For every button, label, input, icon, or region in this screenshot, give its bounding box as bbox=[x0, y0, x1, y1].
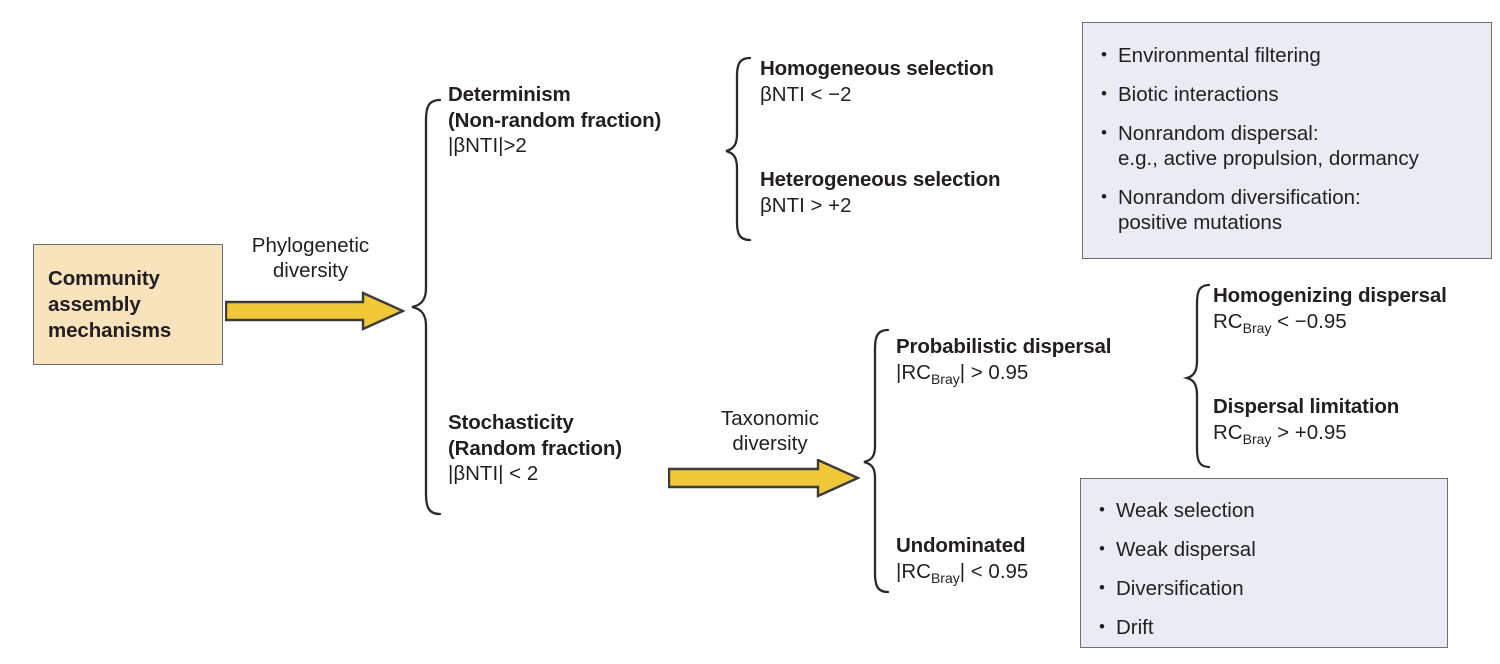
list-item: Weak dispersal bbox=[1097, 536, 1429, 562]
node-homogeneous-selection-title: Homogeneous selection bbox=[760, 57, 994, 80]
node-homogenizing-dispersal-criterion: RCBray < −0.95 bbox=[1213, 309, 1447, 342]
criterion-suffix: > +0.95 bbox=[1271, 420, 1347, 444]
node-determinism: Determinism (Non-random fraction) |βNTI|… bbox=[448, 82, 661, 159]
node-stochasticity: Stochasticity (Random fraction) |βNTI| <… bbox=[448, 410, 622, 487]
node-stochasticity-title: Stochasticity (Random fraction) bbox=[448, 411, 622, 460]
criterion-prefix: RC bbox=[1213, 309, 1243, 333]
node-undominated-criterion: |RCBray| < 0.95 bbox=[896, 559, 1028, 592]
node-dispersal-limitation-criterion: RCBray > +0.95 bbox=[1213, 420, 1399, 453]
criterion-prefix: |RC bbox=[896, 360, 931, 384]
node-dispersal-limitation-title: Dispersal limitation bbox=[1213, 395, 1400, 418]
list-item: Biotic interactions bbox=[1099, 81, 1473, 107]
undominated-processes-panel: Weak selection Weak dispersal Diversific… bbox=[1080, 478, 1448, 648]
node-probabilistic-dispersal-title: Probabilistic dispersal bbox=[896, 335, 1112, 358]
list-item: Drift bbox=[1097, 614, 1429, 640]
list-item: Diversification bbox=[1097, 575, 1429, 601]
node-homogeneous-selection-criterion: βNTI < −2 bbox=[760, 82, 852, 106]
list-item: Weak selection bbox=[1097, 497, 1429, 523]
node-heterogeneous-selection: Heterogeneous selection βNTI > +2 bbox=[760, 167, 1000, 218]
list-item: Nonrandom diversification: positive muta… bbox=[1099, 184, 1473, 235]
criterion-prefix: RC bbox=[1213, 420, 1243, 444]
list-item: Environmental filtering bbox=[1099, 42, 1473, 68]
node-undominated-title: Undominated bbox=[896, 534, 1026, 557]
brace-probabilistic-dispersal-children bbox=[1182, 283, 1213, 469]
node-homogeneous-selection: Homogeneous selection βNTI < −2 bbox=[760, 56, 994, 107]
brace-determinism-children bbox=[724, 56, 754, 242]
brace-stochasticity-children bbox=[862, 328, 892, 594]
criterion-suffix: < −0.95 bbox=[1271, 309, 1347, 333]
criterion-subscript: Bray bbox=[930, 370, 960, 387]
node-heterogeneous-selection-title: Heterogeneous selection bbox=[760, 168, 1001, 191]
node-undominated: Undominated |RCBray| < 0.95 bbox=[896, 533, 1028, 591]
node-determinism-criterion: |βNTI|>2 bbox=[448, 134, 527, 157]
node-heterogeneous-selection-criterion: βNTI > +2 bbox=[760, 193, 852, 217]
determinism-processes-list: Environmental filtering Biotic interacti… bbox=[1099, 42, 1473, 235]
phylogenetic-diversity-arrow bbox=[225, 291, 405, 331]
root-node-community-assembly-mechanisms: Community assembly mechanisms bbox=[33, 244, 223, 365]
criterion-prefix: |RC bbox=[896, 559, 931, 583]
criterion-suffix: | > 0.95 bbox=[959, 360, 1029, 384]
taxonomic-diversity-arrow bbox=[668, 459, 860, 499]
brace-level-1 bbox=[410, 98, 444, 516]
taxonomic-diversity-caption: Taxonomic diversity bbox=[721, 407, 819, 455]
criterion-subscript: Bray bbox=[1242, 319, 1272, 336]
criterion-subscript: Bray bbox=[1242, 430, 1272, 447]
node-homogenizing-dispersal: Homogenizing dispersal RCBray < −0.95 bbox=[1213, 283, 1447, 341]
node-dispersal-limitation: Dispersal limitation RCBray > +0.95 bbox=[1213, 394, 1399, 452]
node-determinism-title: Determinism (Non-random fraction) bbox=[448, 83, 662, 132]
list-item: Nonrandom dispersal: e.g., active propul… bbox=[1099, 120, 1473, 171]
criterion-subscript: Bray bbox=[930, 569, 960, 586]
phylogenetic-diversity-caption: Phylogenetic diversity bbox=[251, 234, 370, 282]
determinism-processes-panel: Environmental filtering Biotic interacti… bbox=[1082, 22, 1492, 259]
criterion-suffix: | < 0.95 bbox=[959, 559, 1029, 583]
undominated-processes-list: Weak selection Weak dispersal Diversific… bbox=[1097, 497, 1429, 640]
root-node-label: Community assembly mechanisms bbox=[48, 266, 172, 342]
node-probabilistic-dispersal-criterion: |RCBray| > 0.95 bbox=[896, 360, 1111, 393]
node-stochasticity-criterion: |βNTI| < 2 bbox=[448, 462, 539, 485]
node-probabilistic-dispersal: Probabilistic dispersal |RCBray| > 0.95 bbox=[896, 334, 1111, 392]
node-homogenizing-dispersal-title: Homogenizing dispersal bbox=[1213, 284, 1447, 307]
